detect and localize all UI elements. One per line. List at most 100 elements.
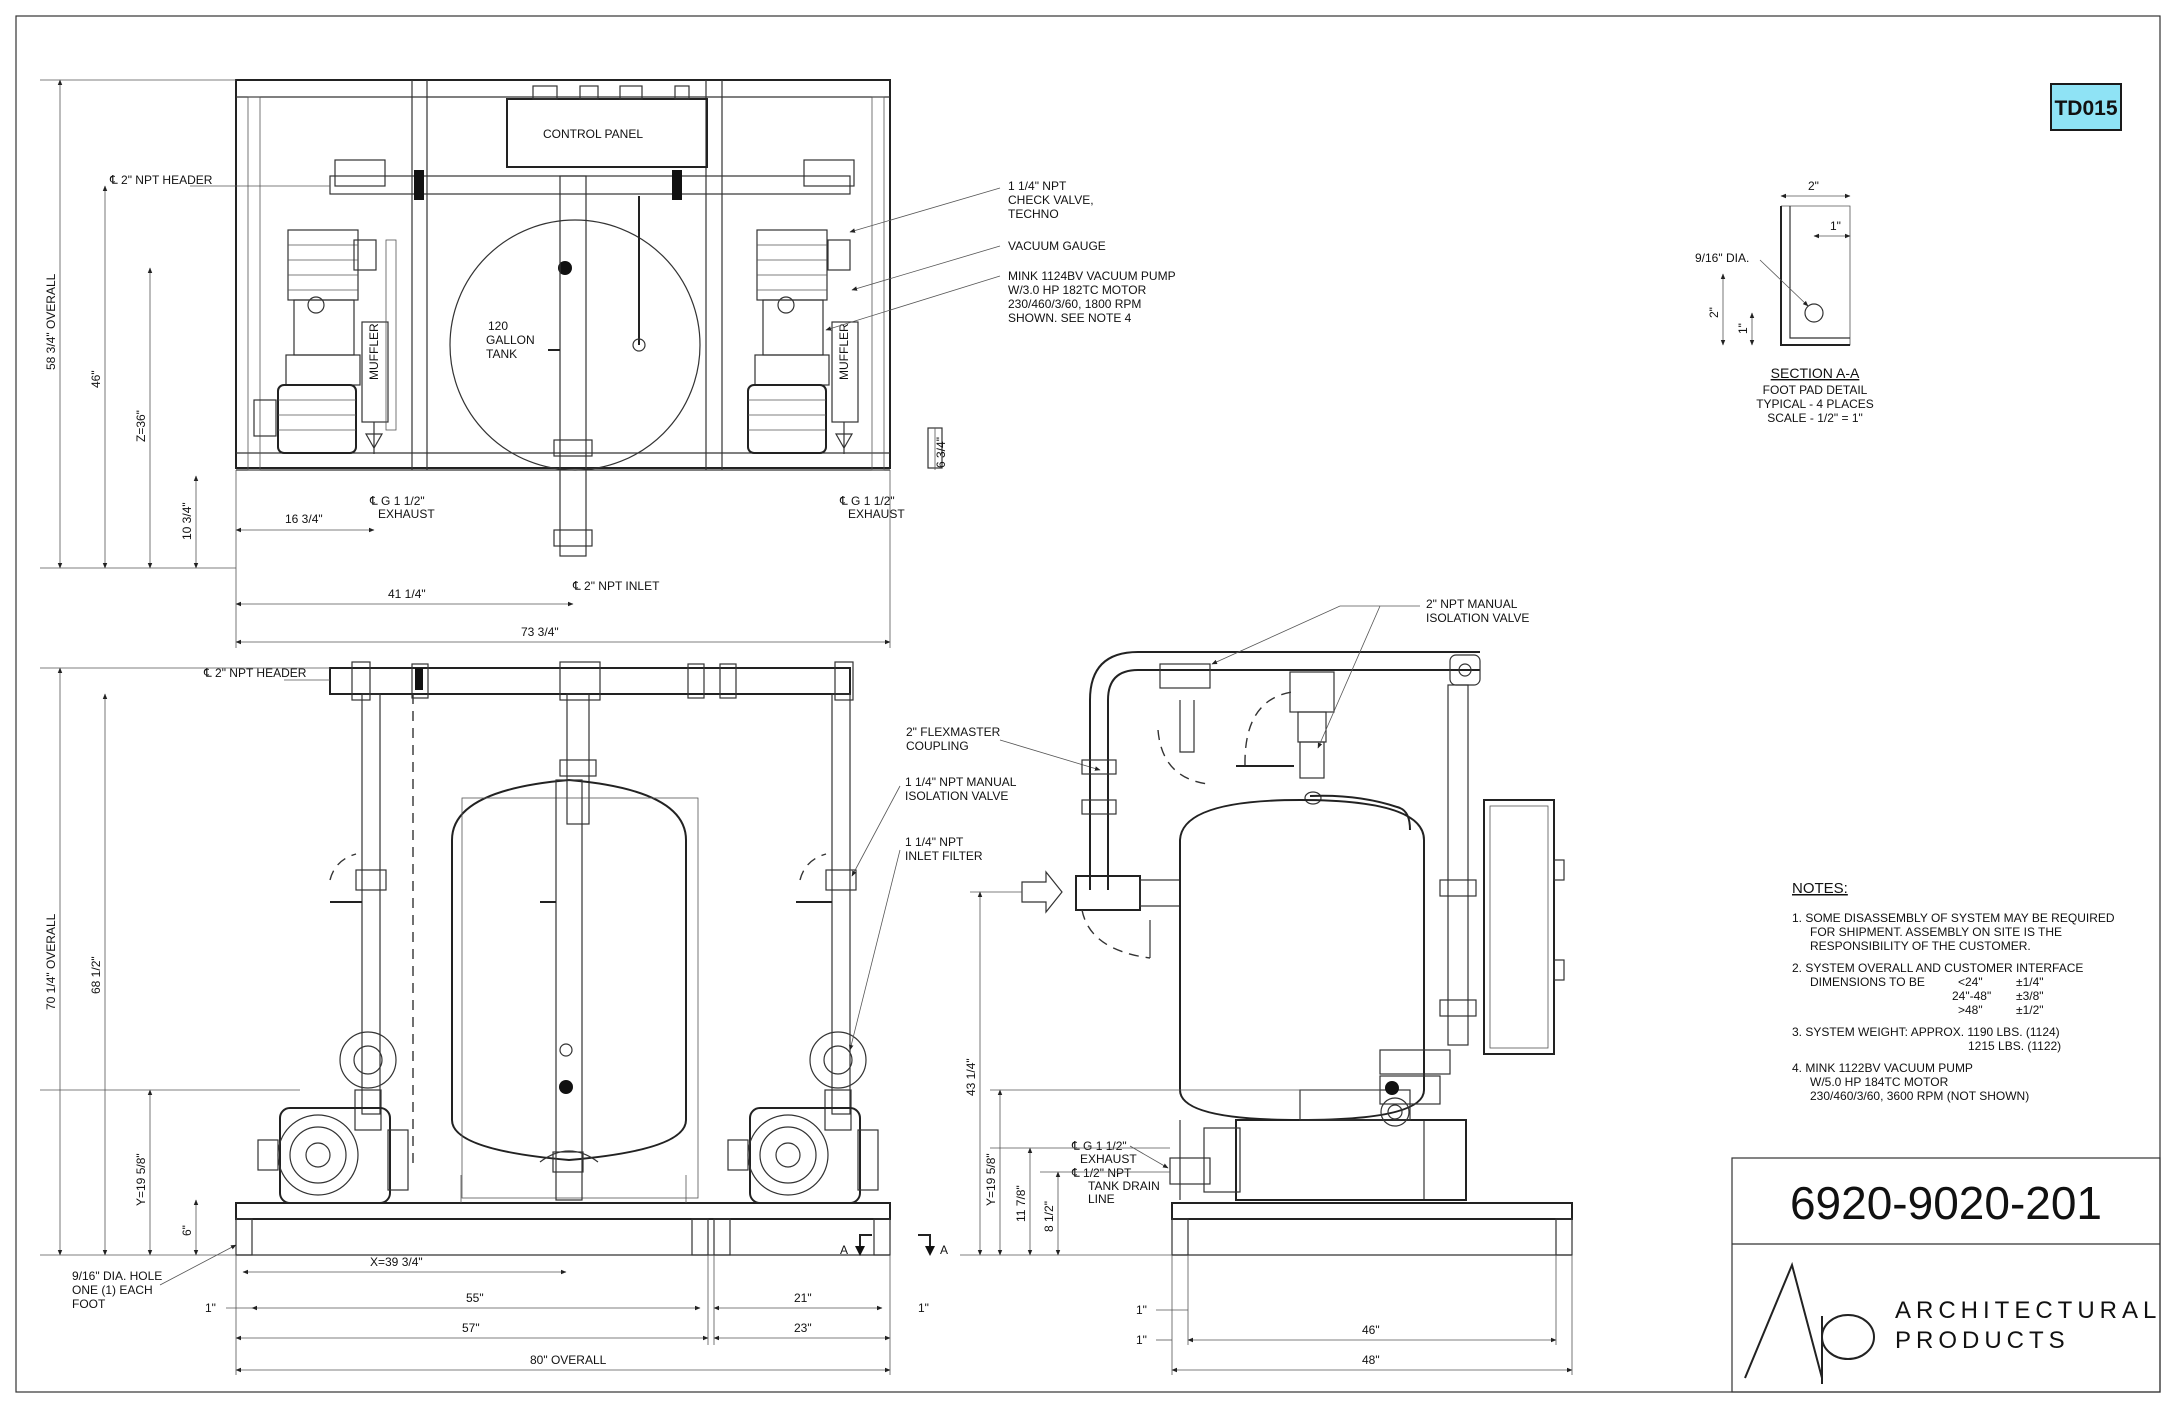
check-valve-label-3: TECHNO [1008, 207, 1059, 221]
drawing-tag: TD015 [2054, 97, 2117, 120]
tank-label-3: TANK [486, 347, 517, 361]
right-pump-top: MUFFLER [747, 159, 943, 469]
notes-block: NOTES: 1. SOME DISASSEMBLY OF SYSTEM MAY… [1792, 880, 2115, 1103]
note-4-a: 4. MINK 1122BV VACUUM PUMP [1792, 1061, 1973, 1075]
control-panel-label: CONTROL PANEL [543, 127, 643, 141]
right-exhaust-label-1: ℄ G 1 1/2" [839, 494, 895, 508]
dim-side-48: 48" [1362, 1353, 1380, 1367]
dim-front-23: 23" [794, 1321, 812, 1335]
dim-side-y: Y=19 5/8" [984, 1153, 998, 1206]
side-drain-2: TANK DRAIN [1088, 1179, 1160, 1193]
dim-front-x: X=39 3/4" [370, 1255, 423, 1269]
foot-hole-3: FOOT [72, 1297, 106, 1311]
top-view: CONTROL PANEL [40, 79, 1176, 648]
top-header-label: ℄ 2" NPT HEADER [109, 173, 213, 187]
dim-top-41: 41 1/4" [388, 587, 426, 601]
section-dim-2-left: 2" [1707, 307, 1721, 318]
note-4-b: W/5.0 HP 184TC MOTOR [1810, 1075, 1949, 1089]
dim-front-21: 21" [794, 1291, 812, 1305]
dim-side-11: 11 7/8" [1014, 1185, 1028, 1222]
front-header-label: ℄ 2" NPT HEADER [203, 666, 307, 680]
note-3-b: 1215 LBS. (1122) [1968, 1039, 2061, 1053]
tol-r1a: <24" [1958, 975, 1983, 989]
section-a-a-detail: 2" 1" 9/16" DIA. 2" 1" SECTION A-A FOOT … [1695, 179, 1874, 425]
front-left-pump [257, 1031, 409, 1204]
tank-top-outline [449, 219, 701, 471]
dim-front-6: 6" [180, 1225, 194, 1236]
front-view: ℄ 2" NPT HEADER 1 1/4" NPT MANUAL ISOLAT… [40, 661, 1101, 1375]
company-name-line1: ARCHITECTURAL [1895, 1297, 2161, 1324]
left-exhaust-label-1: ℄ G 1 1/2" [369, 494, 425, 508]
notes-title: NOTES: [1792, 880, 1848, 897]
foot-hole-1: 9/16" DIA. HOLE [72, 1269, 162, 1283]
pump-note-2: W/3.0 HP 182TC MOTOR [1008, 283, 1147, 297]
tank-label-1: 120 [488, 319, 508, 333]
dim-top-overall: 58 3/4" OVERALL [44, 273, 58, 370]
dim-front-68: 68 1/2" [89, 956, 103, 994]
section-cut-a-left: A [840, 1243, 848, 1257]
dim-side-43: 43 1/4" [964, 1058, 978, 1096]
dim-top-z: Z=36" [134, 410, 148, 442]
dim-front-55: 55" [466, 1291, 484, 1305]
front-iso-valve-2: ISOLATION VALVE [905, 789, 1008, 803]
sheet-border [15, 15, 2161, 1393]
tank-label-2: GALLON [486, 333, 535, 347]
dim-front-overall: 70 1/4" OVERALL [44, 913, 58, 1010]
check-valve-label-2: CHECK VALVE, [1008, 193, 1094, 207]
section-dim-1-top: 1" [1830, 219, 1841, 233]
side-drain-1: ℄ 1/2" NPT [1071, 1166, 1132, 1180]
flexmaster-label-2: COUPLING [906, 739, 969, 753]
pump-note-4: SHOWN. SEE NOTE 4 [1008, 311, 1132, 325]
pump-note-3: 230/460/3/60, 1800 RPM [1008, 297, 1141, 311]
dim-side-1-a: 1" [1136, 1303, 1147, 1317]
note-1-c: RESPONSIBILITY OF THE CUSTOMER. [1810, 939, 2031, 953]
title-block: 6920-9020-201 ARCHITECTURAL PRODUCTS [1731, 1157, 2161, 1393]
section-dim-1-left: 1" [1736, 323, 1750, 334]
section-line-1: FOOT PAD DETAIL [1763, 383, 1868, 397]
front-tank-outline [451, 778, 687, 1162]
side-exhaust-1: ℄ G 1 1/2" [1071, 1139, 1127, 1153]
dim-top-10: 10 3/4" [180, 502, 194, 540]
left-pump-top: MUFFLER [253, 159, 397, 454]
drawing-number: 6920-9020-201 [1790, 1177, 2102, 1229]
right-exhaust-label-2: EXHAUST [848, 507, 905, 521]
dim-top-6: 6 3/4" [934, 437, 948, 468]
dim-top-46: 46" [89, 370, 103, 388]
company-name-line2: PRODUCTS [1895, 1327, 2070, 1354]
left-muffler-label: MUFFLER [367, 323, 381, 380]
note-1-b: FOR SHIPMENT. ASSEMBLY ON SITE IS THE [1810, 925, 2062, 939]
front-right-pump [727, 1031, 879, 1204]
right-muffler-label: MUFFLER [837, 323, 851, 380]
tol-r3a: >48" [1958, 1003, 1983, 1017]
dim-top-73: 73 3/4" [521, 625, 559, 639]
note-2-b: DIMENSIONS TO BE [1810, 975, 1925, 989]
dim-front-1-left: 1" [205, 1301, 216, 1315]
front-inlet-filter-1: 1 1/4" NPT [905, 835, 964, 849]
section-hole-label: 9/16" DIA. [1695, 251, 1749, 265]
front-iso-valve-1: 1 1/4" NPT MANUAL [905, 775, 1017, 789]
left-exhaust-label-2: EXHAUST [378, 507, 435, 521]
note-1-a: 1. SOME DISASSEMBLY OF SYSTEM MAY BE REQ… [1792, 911, 2115, 925]
side-drain-3: LINE [1088, 1192, 1115, 1206]
side-tank-outline [1179, 798, 1425, 1122]
company-logo [1744, 1261, 1875, 1384]
section-cut-a-right: A [940, 1243, 948, 1257]
section-line-3: SCALE - 1/2" = 1" [1767, 411, 1863, 425]
front-inlet-filter-2: INLET FILTER [905, 849, 983, 863]
section-title: SECTION A-A [1771, 365, 1860, 381]
flexmaster-label-1: 2" FLEXMASTER [906, 725, 1001, 739]
side-exhaust-2: EXHAUST [1080, 1152, 1137, 1166]
dim-side-8: 8 1/2" [1042, 1201, 1056, 1232]
check-valve-label-1: 1 1/4" NPT [1008, 179, 1067, 193]
inlet-label: ℄ 2" NPT INLET [572, 579, 660, 593]
dim-top-16: 16 3/4" [285, 512, 323, 526]
tol-r2b: ±3/8" [2016, 989, 2044, 1003]
note-2-a: 2. SYSTEM OVERALL AND CUSTOMER INTERFACE [1792, 961, 2083, 975]
pump-note-1: MINK 1124BV VACUUM PUMP [1008, 269, 1176, 283]
dim-front-80: 80" OVERALL [530, 1353, 607, 1367]
dim-side-1-b: 1" [1136, 1333, 1147, 1347]
control-panel-box [506, 98, 708, 168]
note-3-a: 3. SYSTEM WEIGHT: APPROX. 1190 LBS. (112… [1792, 1025, 2060, 1039]
foot-hole-2: ONE (1) EACH [72, 1283, 153, 1297]
side-pump [1169, 1049, 1467, 1201]
